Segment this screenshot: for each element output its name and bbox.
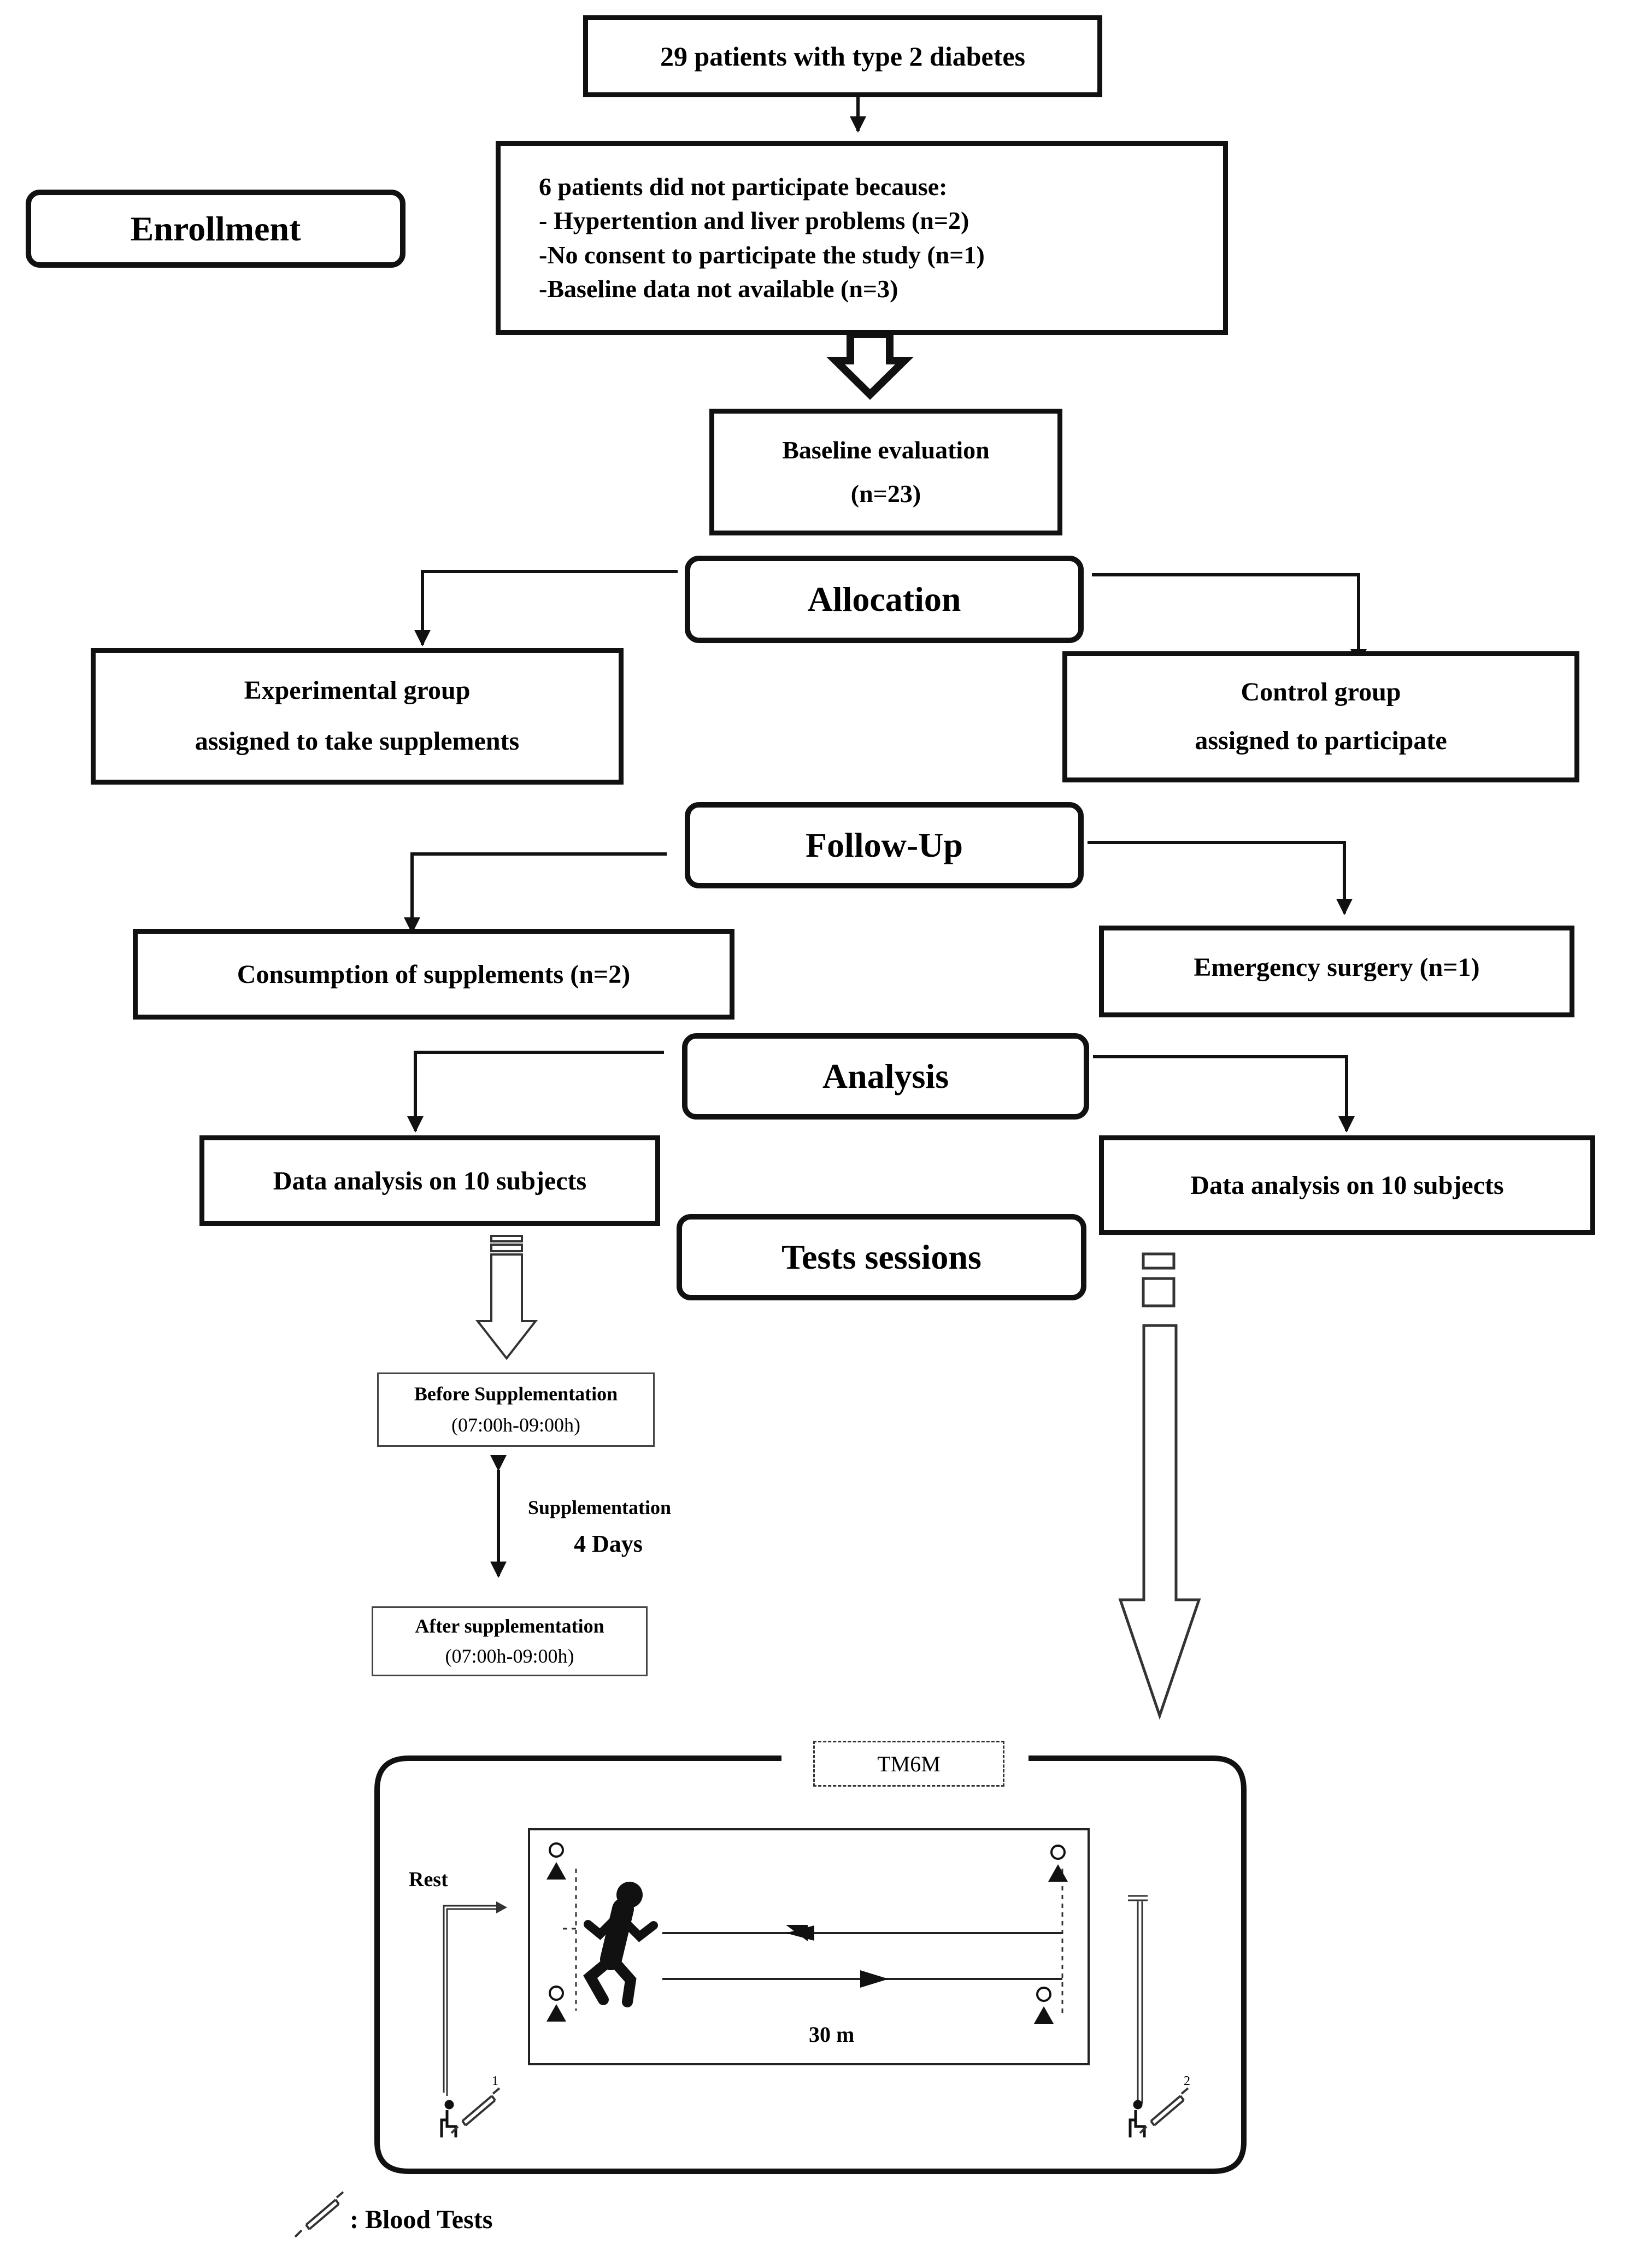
tests-sessions-text: Tests sessions <box>781 1238 981 1276</box>
after-supplementation-time: (07:00h-09:00h) <box>445 1645 574 1667</box>
seated-person-icon <box>1129 2100 1146 2137</box>
enrollment-text: Enrollment <box>130 209 301 248</box>
supplementation-label: Supplementation <box>528 1497 672 1518</box>
exclusion-item: -No consent to participate the study (n=… <box>539 240 985 269</box>
exclusion-box: 6 patients did not participate because: … <box>496 141 1228 335</box>
rest-connector <box>443 1905 497 2093</box>
lane-forward-arrowhead <box>860 1970 889 1988</box>
arrow-followup-right <box>1088 841 1353 915</box>
arrow-allocation-right <box>1092 573 1367 665</box>
followup-left-text: Consumption of supplements (n=2) <box>237 959 631 989</box>
control-group-box: Control group assigned to participate <box>1062 651 1579 782</box>
syringe-icon <box>450 2087 501 2134</box>
rest-label: Rest <box>409 1868 448 1891</box>
thick-arrow-baseline <box>826 331 914 400</box>
syringe-icon <box>294 2191 344 2238</box>
exclusion-title: 6 patients did not participate because: <box>539 173 948 201</box>
cone-icon <box>546 1986 566 2022</box>
analysis-left-box: Data analysis on 10 subjects <box>199 1135 660 1226</box>
arrow-allocation-left <box>414 570 678 646</box>
control-title: Control group <box>1241 678 1401 707</box>
follow-up-label: Follow-Up <box>685 802 1084 888</box>
after-supplementation-title: After supplementation <box>415 1615 604 1637</box>
experimental-group-box: Experimental group assigned to take supp… <box>91 648 624 785</box>
arrow-analysis-left <box>407 1051 664 1133</box>
before-supplementation-title: Before Supplementation <box>414 1383 618 1405</box>
exclusion-item: - Hypertention and liver problems (n=2) <box>539 207 969 235</box>
tm6m-title-box: TM6M <box>813 1741 1004 1787</box>
baseline-count: (n=23) <box>850 480 921 508</box>
analysis-right-text: Data analysis on 10 subjects <box>1190 1170 1504 1200</box>
follow-up-text: Follow-Up <box>806 826 963 864</box>
analysis-right-box: Data analysis on 10 subjects <box>1099 1135 1595 1235</box>
exclusion-item: -Baseline data not available (n=3) <box>539 274 898 303</box>
seated-person-icon <box>440 2100 457 2137</box>
tm6m-title: TM6M <box>877 1751 941 1776</box>
syringe-1-label: 1 <box>492 2074 498 2088</box>
top-box-text: 29 patients with type 2 diabetes <box>660 41 1026 72</box>
followup-right-text: Emergency surgery (n=1) <box>1194 953 1480 982</box>
hollow-arrow-right <box>1118 1252 1201 1720</box>
cone-icon <box>1048 1845 1068 1882</box>
rest-arrowhead <box>496 1901 507 1913</box>
control-subtitle: assigned to participate <box>1195 726 1447 755</box>
before-supplementation-time: (07:00h-09:00h) <box>451 1414 580 1436</box>
test-session-frame <box>374 1756 1247 2174</box>
supplementation-duration: 4 Days <box>574 1530 643 1557</box>
enrollment-label: Enrollment <box>26 190 405 268</box>
syringe-2-label: 2 <box>1184 2074 1190 2088</box>
analysis-text: Analysis <box>822 1057 949 1095</box>
distance-label: 30 m <box>809 2022 855 2047</box>
cone-icon <box>546 1842 566 1880</box>
before-supplementation-box: Before Supplementation (07:00h-09:00h) <box>377 1372 655 1447</box>
top-box: 29 patients with type 2 diabetes <box>583 15 1102 97</box>
tests-sessions-label: Tests sessions <box>677 1214 1086 1300</box>
syringe-icon <box>1139 2087 1189 2134</box>
analysis-left-text: Data analysis on 10 subjects <box>273 1166 587 1195</box>
allocation-text: Allocation <box>807 580 961 618</box>
experimental-title: Experimental group <box>244 676 471 705</box>
analysis-label: Analysis <box>682 1033 1089 1120</box>
hollow-arrow-left <box>475 1235 538 1360</box>
baseline-title: Baseline evaluation <box>782 435 990 464</box>
allocation-label: Allocation <box>685 556 1084 643</box>
experimental-subtitle: assigned to take supplements <box>195 727 520 756</box>
arrow-analysis-right <box>1093 1055 1355 1133</box>
lane-return-arrowhead <box>786 1925 814 1941</box>
runner-icon <box>583 1882 658 2007</box>
followup-left-box: Consumption of supplements (n=2) <box>133 929 734 1020</box>
cone-icon <box>1034 1987 1054 2024</box>
after-supplementation-box: After supplementation (07:00h-09:00h) <box>372 1606 648 1676</box>
baseline-box: Baseline evaluation (n=23) <box>709 409 1062 535</box>
arrow-followup-left <box>404 852 667 934</box>
followup-right-box: Emergency surgery (n=1) <box>1099 926 1574 1017</box>
legend-text: : Blood Tests <box>350 2205 493 2234</box>
